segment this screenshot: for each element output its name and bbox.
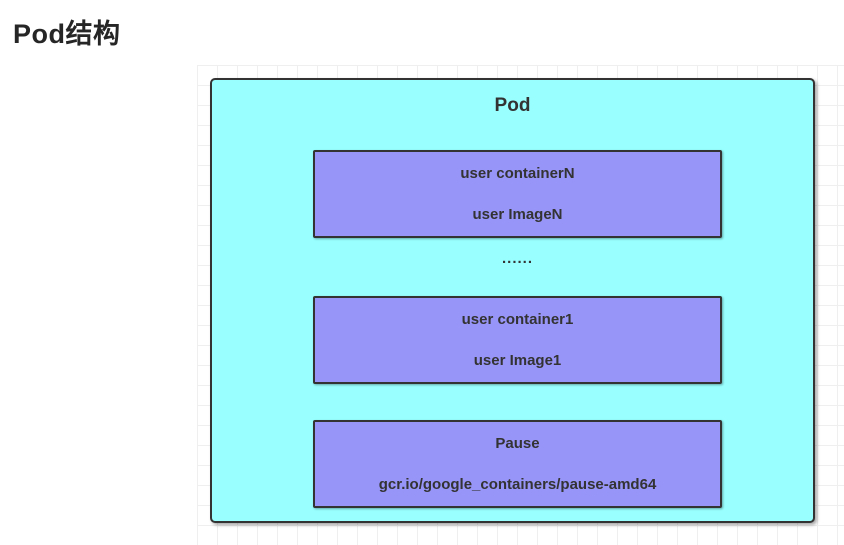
pause-container-image: gcr.io/google_containers/pause-amd64 — [378, 476, 657, 493]
container-n-name: user containerN — [460, 165, 575, 182]
container-box-pause: Pause gcr.io/google_containers/pause-amd… — [313, 420, 722, 508]
ellipsis-between-containers: ...... — [501, 250, 533, 267]
page-title: Pod结构 — [13, 19, 121, 49]
container-1-image: user Image1 — [473, 352, 562, 369]
container-n-image: user ImageN — [472, 206, 563, 223]
pod-box: Pod user containerN user ImageN ...... u… — [210, 78, 815, 523]
pause-container-name: Pause — [495, 435, 540, 452]
container-box-n: user containerN user ImageN — [313, 150, 722, 238]
container-box-1: user container1 user Image1 — [313, 296, 722, 384]
pod-label: Pod — [494, 95, 531, 116]
container-1-name: user container1 — [461, 311, 574, 328]
